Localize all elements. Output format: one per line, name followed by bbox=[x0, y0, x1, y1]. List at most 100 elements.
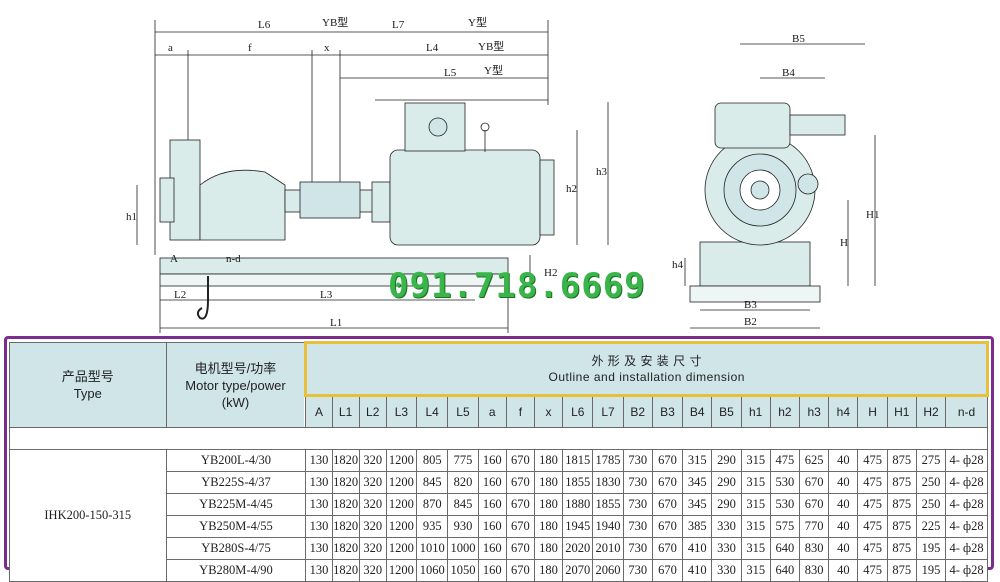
dimension-cell-a: 130 bbox=[305, 559, 333, 582]
dimension-cell-l6: 1880 bbox=[562, 493, 594, 516]
label-l1: L1 bbox=[330, 317, 342, 329]
dimension-cell-a: 160 bbox=[477, 537, 507, 560]
dimension-cell-h: 475 bbox=[857, 515, 888, 538]
dimension-cell-f: 670 bbox=[505, 449, 535, 472]
dimension-cell-x: 180 bbox=[533, 515, 564, 538]
dimension-header-l4: L4 bbox=[416, 395, 449, 428]
dimension-cell-x: 180 bbox=[533, 471, 564, 494]
dimension-header-b4: B4 bbox=[682, 395, 713, 428]
motor-type-cell: YB200L-4/30 bbox=[165, 449, 307, 472]
dimension-cell-h1: 315 bbox=[740, 471, 771, 494]
dimension-cell-h1: 875 bbox=[886, 515, 917, 538]
motor-header: 电机型号/功率 Motor type/power (kW) bbox=[165, 342, 307, 428]
motor-header-unit: (kW) bbox=[221, 394, 250, 410]
dimension-cell-l7: 2010 bbox=[592, 537, 624, 560]
dimension-cell-f: 670 bbox=[505, 471, 535, 494]
dimension-cell-h4: 40 bbox=[828, 449, 859, 472]
dimension-cell-h3: 670 bbox=[799, 471, 830, 494]
dimension-cell-h: 475 bbox=[857, 449, 888, 472]
dimension-cell-l6: 1815 bbox=[562, 449, 594, 472]
dimension-cell-h2: 225 bbox=[915, 515, 947, 538]
dimension-cell-b4: 385 bbox=[682, 515, 713, 538]
dimension-cell-h2: 475 bbox=[769, 449, 801, 472]
dimension-cell-h4: 40 bbox=[828, 493, 859, 516]
label-b4: B4 bbox=[782, 67, 795, 79]
dimension-cell-l1: 1820 bbox=[331, 515, 360, 538]
dimension-cell-h3: 830 bbox=[799, 559, 830, 582]
dimension-cell-l5: 1000 bbox=[447, 537, 479, 560]
label-l7: L7 bbox=[392, 19, 405, 31]
dimension-cell-a: 160 bbox=[477, 515, 507, 538]
label-y-type-1: Y型 bbox=[468, 15, 487, 29]
dimension-cell-h4: 40 bbox=[828, 515, 859, 538]
dimension-cell-h2: 575 bbox=[769, 515, 801, 538]
label-f: f bbox=[248, 42, 252, 54]
dimension-cell-l7: 1830 bbox=[592, 471, 624, 494]
header-separator bbox=[9, 427, 988, 450]
dimension-cell-n-d: 4- ф28 bbox=[945, 559, 988, 582]
dimension-cell-h1: 315 bbox=[740, 493, 771, 516]
dimension-cell-h2: 195 bbox=[915, 559, 947, 582]
dimension-cell-l3: 1200 bbox=[385, 493, 418, 516]
dimension-cell-h: 475 bbox=[857, 537, 888, 560]
dimension-header-l7: L7 bbox=[592, 395, 624, 428]
label-h1: h1 bbox=[126, 211, 137, 223]
dimension-cell-b4: 345 bbox=[682, 471, 713, 494]
label-n-d: n-d bbox=[226, 253, 241, 265]
dimension-header-l2: L2 bbox=[358, 395, 387, 428]
dimension-cell-h3: 670 bbox=[799, 493, 830, 516]
dimension-cell-h4: 40 bbox=[828, 471, 859, 494]
dimension-header-b3: B3 bbox=[651, 395, 684, 428]
dimension-cell-l3: 1200 bbox=[385, 559, 418, 582]
label-l3: L3 bbox=[320, 289, 333, 301]
motor-type-cell: YB225M-4/45 bbox=[165, 493, 307, 516]
dimension-header-l1: L1 bbox=[331, 395, 360, 428]
dimension-cell-a: 160 bbox=[477, 449, 507, 472]
motor-type-cell: YB280M-4/90 bbox=[165, 559, 307, 582]
dimension-header-x: x bbox=[533, 395, 564, 428]
dimension-cell-a: 160 bbox=[477, 471, 507, 494]
watermark-phone-number: 091.718.6669 bbox=[388, 266, 646, 306]
dimension-cell-l1: 1820 bbox=[331, 449, 360, 472]
dimension-cell-l4: 1010 bbox=[416, 537, 449, 560]
dimension-cell-h1: 315 bbox=[740, 537, 771, 560]
dimension-cell-b2: 730 bbox=[622, 559, 653, 582]
dimension-cell-a: 130 bbox=[305, 537, 333, 560]
dimension-cell-l6: 2070 bbox=[562, 559, 594, 582]
dimension-header-l3: L3 bbox=[385, 395, 418, 428]
dimension-header-h2: H2 bbox=[915, 395, 947, 428]
dimension-cell-f: 670 bbox=[505, 515, 535, 538]
dimension-cell-h2: 530 bbox=[769, 493, 801, 516]
dimension-cell-l3: 1200 bbox=[385, 449, 418, 472]
motor-type-cell: YB250M-4/55 bbox=[165, 515, 307, 538]
dimension-cell-x: 180 bbox=[533, 537, 564, 560]
label-b3: B3 bbox=[744, 299, 757, 311]
dimension-header-b5: B5 bbox=[711, 395, 742, 428]
dimension-cell-h2: 530 bbox=[769, 471, 801, 494]
dimension-cell-l2: 320 bbox=[358, 471, 387, 494]
outline-header: 外 形 及 安 装 尺 寸 Outline and installation d… bbox=[304, 341, 989, 397]
dimension-cell-l7: 2060 bbox=[592, 559, 624, 582]
dimension-cell-x: 180 bbox=[533, 493, 564, 516]
dimension-cell-h3: 830 bbox=[799, 537, 830, 560]
dimension-cell-b4: 410 bbox=[682, 537, 713, 560]
dimension-cell-l5: 820 bbox=[447, 471, 479, 494]
outline-header-en: Outline and installation dimension bbox=[548, 370, 745, 384]
dimension-cell-l4: 935 bbox=[416, 515, 449, 538]
label-x: x bbox=[324, 42, 330, 54]
dimension-cell-l6: 1855 bbox=[562, 471, 594, 494]
dimension-cell-h3: 770 bbox=[799, 515, 830, 538]
dimension-cell-a: 130 bbox=[305, 449, 333, 472]
label-h1-upper: H1 bbox=[866, 209, 879, 221]
label-b2: B2 bbox=[744, 316, 757, 328]
dimension-cell-n-d: 4- ф28 bbox=[945, 515, 988, 538]
dimension-cell-l7: 1785 bbox=[592, 449, 624, 472]
dimension-cell-l4: 805 bbox=[416, 449, 449, 472]
dimension-header-h1: h1 bbox=[740, 395, 771, 428]
dimension-cell-b5: 330 bbox=[711, 537, 742, 560]
